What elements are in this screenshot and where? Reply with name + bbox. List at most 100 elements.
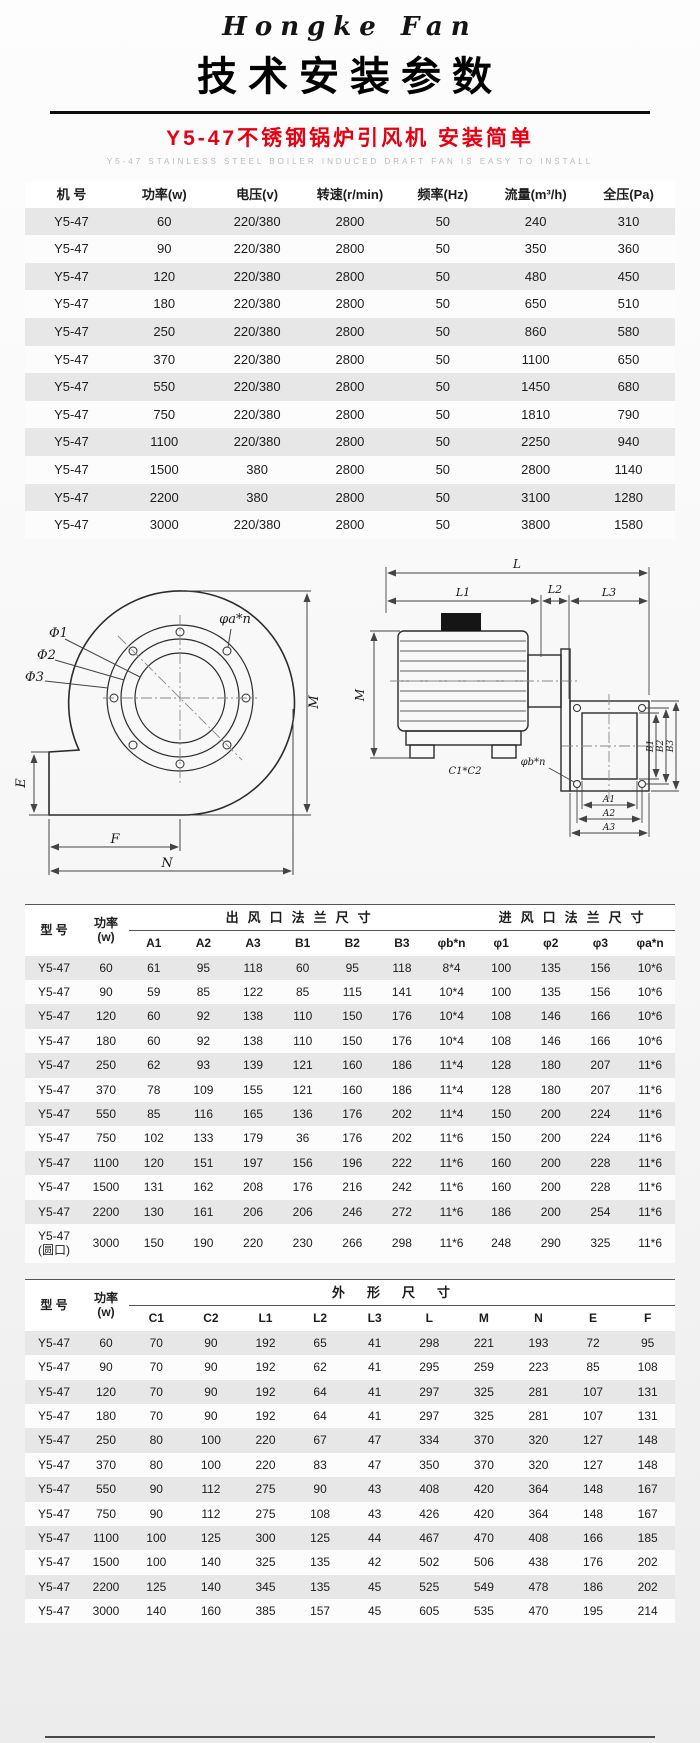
table-cell: 180 <box>95 1033 117 1048</box>
dim-label-phi1: Φ1 <box>49 626 68 641</box>
table-cell: 110 <box>293 1009 313 1024</box>
table-cell: Y5-47 <box>37 1009 71 1024</box>
table-cell: 150 <box>491 1131 512 1146</box>
table-cell: 380 <box>246 489 268 505</box>
table-cell: 80 <box>149 1433 163 1448</box>
table-cell: 83 <box>313 1457 327 1472</box>
leader-lines <box>44 628 231 689</box>
table-cell: 70 <box>149 1335 163 1350</box>
table-cell: 650 <box>524 296 547 312</box>
table-cell: 11*6 <box>638 1058 663 1073</box>
table-cell: 192 <box>255 1360 276 1375</box>
table-cell: 11*6 <box>439 1131 464 1146</box>
table-cell: 11*4 <box>439 1058 464 1073</box>
table-cell: Y5-47 <box>54 296 89 312</box>
table-cell: 50 <box>435 489 451 505</box>
table-cell: 108 <box>637 1360 658 1375</box>
table-cell: 150 <box>342 1033 363 1048</box>
table-cell: Y5-47 <box>37 1604 71 1619</box>
table-cell: 11*4 <box>439 1107 464 1122</box>
table-cell: 750 <box>153 406 176 422</box>
table-cell: 186 <box>491 1204 512 1219</box>
table-cell: 11*6 <box>638 1204 663 1219</box>
table-cell: 10*6 <box>637 1009 663 1024</box>
table-cell: Y5-47 <box>37 1180 71 1195</box>
table-cell: 60 <box>157 213 172 229</box>
subtitle: Y5-47不锈钢锅炉引风机 安装简单 <box>166 127 534 150</box>
table-cell: 90 <box>204 1360 218 1375</box>
table-cell: 148 <box>583 1482 604 1497</box>
table-cell: 202 <box>637 1555 658 1570</box>
table-cell: Y5-47 <box>37 1033 71 1048</box>
power-header: 功率 (w) <box>83 1278 129 1331</box>
table-cell: 10*4 <box>439 1033 464 1048</box>
table-cell: 167 <box>637 1482 658 1497</box>
column-header: φ3 <box>575 930 626 956</box>
table-cell: 166 <box>590 1033 611 1048</box>
table-cell: 121 <box>292 1058 313 1073</box>
table-cell: 112 <box>201 1482 221 1497</box>
column-header: φa*n <box>625 930 675 956</box>
column-header: B2 <box>327 930 378 956</box>
table-cell: 220 <box>243 1236 264 1251</box>
dim-label-l3: L3 <box>600 586 615 599</box>
table-cell: 135 <box>540 960 561 975</box>
table-cell: 167 <box>637 1506 658 1521</box>
table-cell: 2800 <box>521 461 551 477</box>
dim-label-m: M <box>307 694 322 709</box>
dim-label-a3: A3 <box>601 823 614 833</box>
table-cell: 470 <box>528 1604 549 1619</box>
table-cell: 197 <box>243 1155 264 1170</box>
table-cell: 325 <box>473 1384 494 1399</box>
table-cell: 940 <box>617 434 640 450</box>
table-cell: 70 <box>149 1360 163 1375</box>
table-cell: Y5-47 <box>37 1107 71 1122</box>
column-header: 转速(r/min) <box>303 182 397 208</box>
table-cell: 320 <box>528 1433 549 1448</box>
table-cell: 100 <box>200 1433 221 1448</box>
table-cell: Y5-47 <box>54 351 89 367</box>
table-cell: 85 <box>296 985 310 1000</box>
table-cell: Y5-47 <box>37 1155 71 1170</box>
table-cell: 650 <box>617 351 640 367</box>
table-cell: 3000 <box>92 1236 120 1251</box>
table-cell: 160 <box>491 1155 512 1170</box>
table-cell: 118 <box>392 960 412 975</box>
table-cell: 214 <box>637 1604 658 1619</box>
table-cell: 680 <box>617 379 640 395</box>
dim-label-n: N <box>160 856 173 871</box>
table-cell: Y5-47 <box>54 379 89 395</box>
table-cell: 176 <box>342 1107 363 1122</box>
table-cell: 120 <box>143 1155 164 1170</box>
table-cell: 2800 <box>335 434 365 450</box>
table-cell: 115 <box>342 985 362 1000</box>
table-cell: 176 <box>342 1131 363 1146</box>
table-cell: 41 <box>367 1408 382 1423</box>
table-cell: 246 <box>342 1204 363 1219</box>
table-cell: 118 <box>243 960 263 975</box>
table-cell: 200 <box>540 1131 561 1146</box>
table-cell: 1100 <box>93 1530 119 1545</box>
column-header: L <box>401 1305 457 1331</box>
table-cell: 228 <box>590 1155 611 1170</box>
table-cell: 108 <box>491 1033 512 1048</box>
table-cell: 107 <box>583 1384 604 1399</box>
table-cell: 140 <box>200 1555 221 1570</box>
table-cell: 45 <box>367 1579 382 1594</box>
table-cell: 3100 <box>521 489 551 505</box>
table-cell: 60 <box>99 960 113 975</box>
table-cell: Y5-47 <box>37 1335 71 1350</box>
table-cell: 192 <box>255 1384 276 1399</box>
table-cell: 298 <box>419 1335 440 1350</box>
table-cell: 1500 <box>92 1180 120 1195</box>
table-cell: 334 <box>419 1433 440 1448</box>
table-cell: Y5-47 <box>37 1384 71 1399</box>
table-cell: 130 <box>143 1204 164 1219</box>
table-cell: 176 <box>391 1033 412 1048</box>
table-cell: 61 <box>147 960 161 975</box>
table-cell: 140 <box>200 1579 221 1594</box>
